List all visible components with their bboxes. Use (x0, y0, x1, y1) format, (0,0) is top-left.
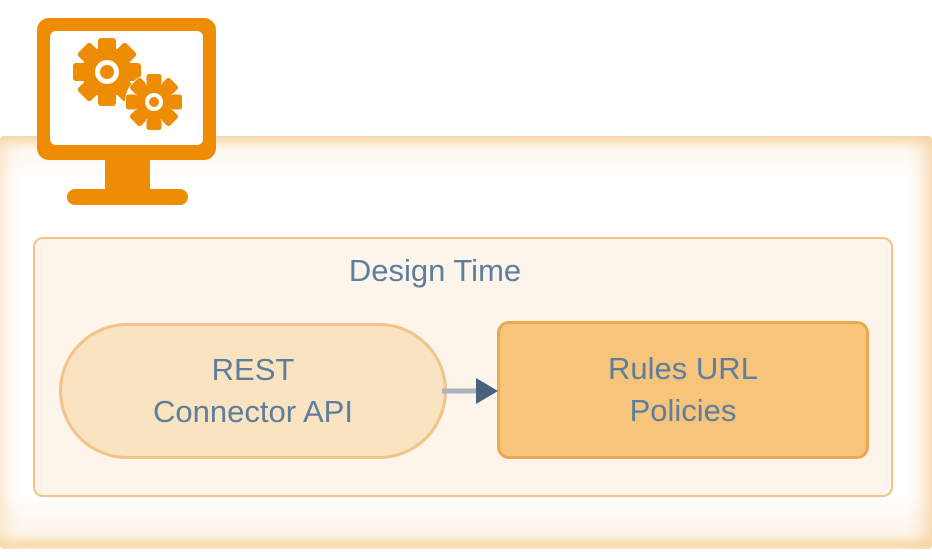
node-rules-url-policies: Rules URL Policies (497, 321, 869, 459)
computer-gears-icon (34, 16, 218, 210)
design-time-group: Design Time REST Connector API Rules URL… (33, 237, 893, 497)
node-rules-line1: Rules URL (608, 351, 758, 386)
node-rest-line2: Connector API (153, 394, 353, 429)
computer-gears-svg (37, 18, 216, 205)
design-time-label: Design Time (348, 253, 522, 288)
node-rules-line2: Policies (629, 393, 737, 428)
node-rest-line1: REST (211, 352, 295, 387)
node-rest-connector-api: REST Connector API (59, 323, 447, 459)
gear-small-icon (125, 73, 183, 131)
arrow-right-icon (440, 373, 500, 409)
